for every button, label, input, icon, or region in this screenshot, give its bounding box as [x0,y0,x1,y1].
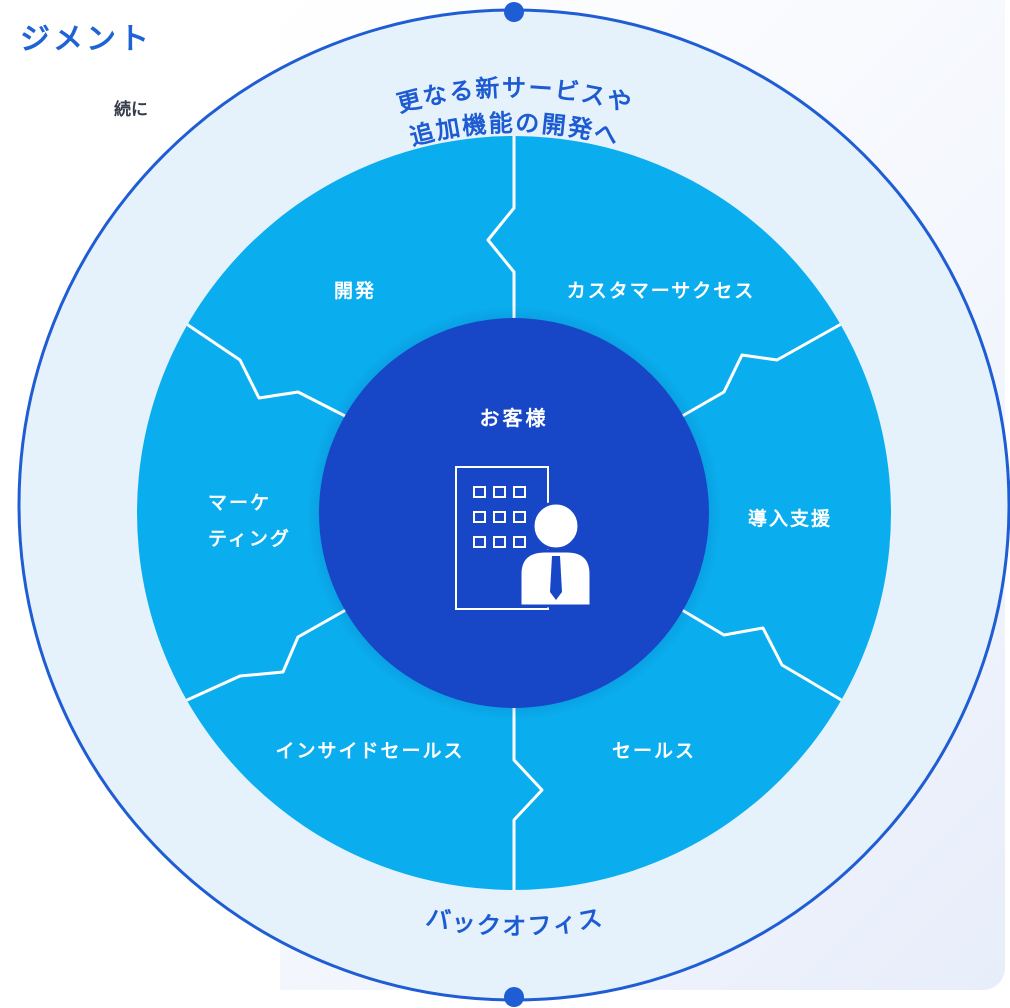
segment-marketing-label-line1: マーケ [208,492,271,514]
center-title: お客様 [480,406,549,430]
divider-lower-left [184,605,352,703]
segment-customer-success-label: カスタマーサクセス [567,280,756,302]
divider-upper-left [184,321,352,421]
intro-line-1: 続に [114,100,148,120]
divider-lower-right [676,605,844,703]
segment-onboarding-support-label: 導入支援 [748,507,832,530]
segment-dividers [184,136,844,890]
intro-heading: ジメント [20,22,152,57]
ring-bottom-dot [504,987,524,1007]
building-with-person-icon [455,466,593,610]
segment-inside-sales-label: インサイドセールス [275,740,464,762]
divider-bottom [512,701,544,890]
segment-development-label: 開発 [334,279,376,302]
divider-upper-right [676,321,844,421]
ring-top-dot [504,2,524,22]
segment-sales-label: セールス [612,740,696,762]
segment-marketing-label-line2: ティング [208,527,291,550]
divider-top [486,136,516,325]
